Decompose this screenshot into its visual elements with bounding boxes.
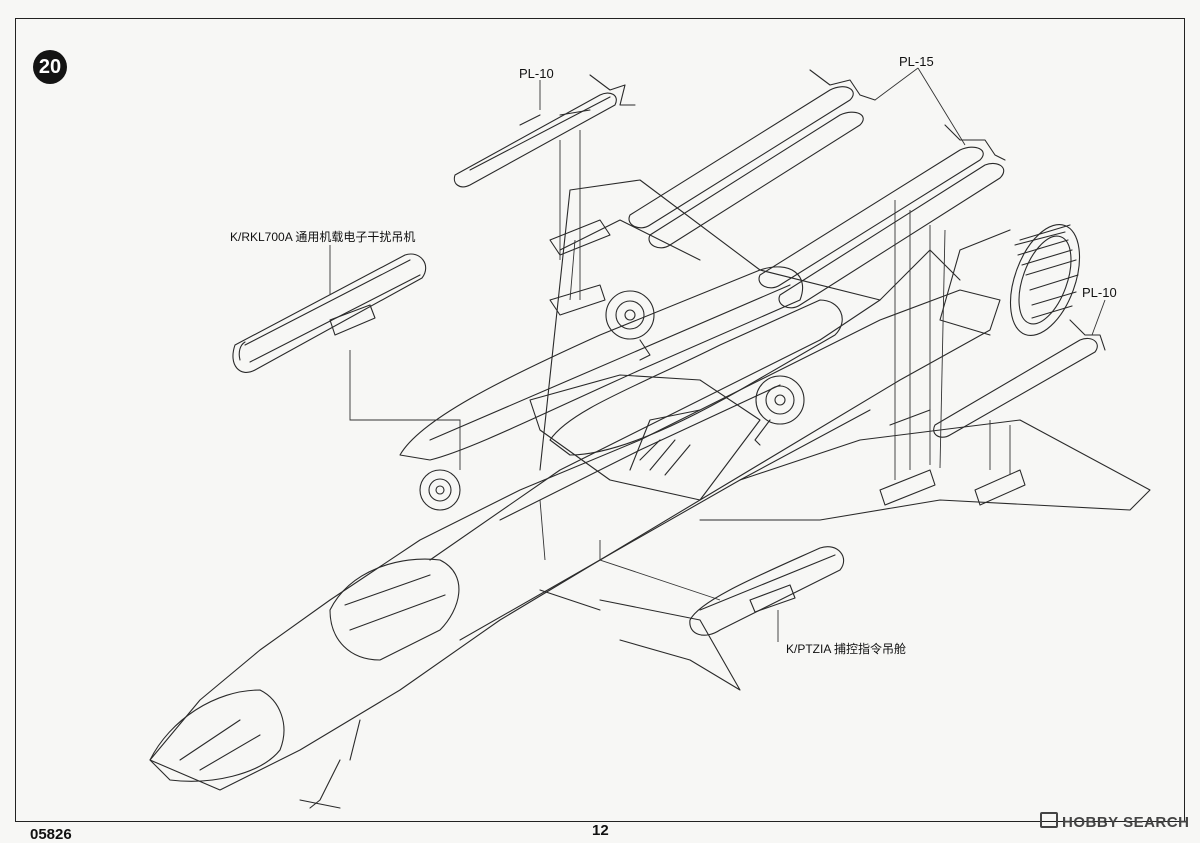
pl10-right-leader <box>1091 299 1106 336</box>
engine-nozzle <box>939 223 1081 337</box>
ptzia-pod <box>689 546 845 636</box>
pl15-missile-4 <box>778 162 1005 309</box>
label-pl10-top: PL-10 <box>519 66 554 81</box>
page-frame <box>15 18 1185 822</box>
nose-cone <box>149 689 285 782</box>
watermark-text: HOBBY SEARCH <box>1062 814 1190 831</box>
pl15-missile-3 <box>758 124 1006 289</box>
label-rkl700a-pod: K/RKL700A 通用机载电子干扰吊机 <box>230 230 416 244</box>
canopy <box>329 558 460 661</box>
pl10-missile-right <box>933 319 1106 438</box>
wing-lower <box>699 419 1151 521</box>
landing-gear-nose <box>419 469 461 511</box>
pl15-missile-1 <box>628 69 876 229</box>
label-pl10-right: PL-10 <box>1082 285 1117 300</box>
pl15-leader <box>874 67 966 146</box>
step-number-badge: 20 <box>33 50 67 84</box>
weapons-bay <box>529 374 761 501</box>
kit-number: 05826 <box>30 826 72 843</box>
landing-gear-main-upper <box>605 290 655 361</box>
rkl700a-pod <box>232 253 427 373</box>
landing-gear-main-lower <box>754 375 805 446</box>
pl10-missile-top <box>453 74 636 188</box>
page-number: 12 <box>592 822 609 839</box>
watermark: HOBBY SEARCH <box>1040 812 1189 831</box>
fuselage-outline <box>149 289 1001 791</box>
wing-upper <box>539 179 881 471</box>
pl15-missile-2 <box>648 111 864 249</box>
label-pl15: PL-15 <box>899 54 934 69</box>
watermark-logo-icon <box>1040 812 1058 828</box>
label-ptzia-pod: K/PTZIA 捕控指令吊舱 <box>786 642 907 656</box>
drop-tank-center <box>549 299 843 456</box>
